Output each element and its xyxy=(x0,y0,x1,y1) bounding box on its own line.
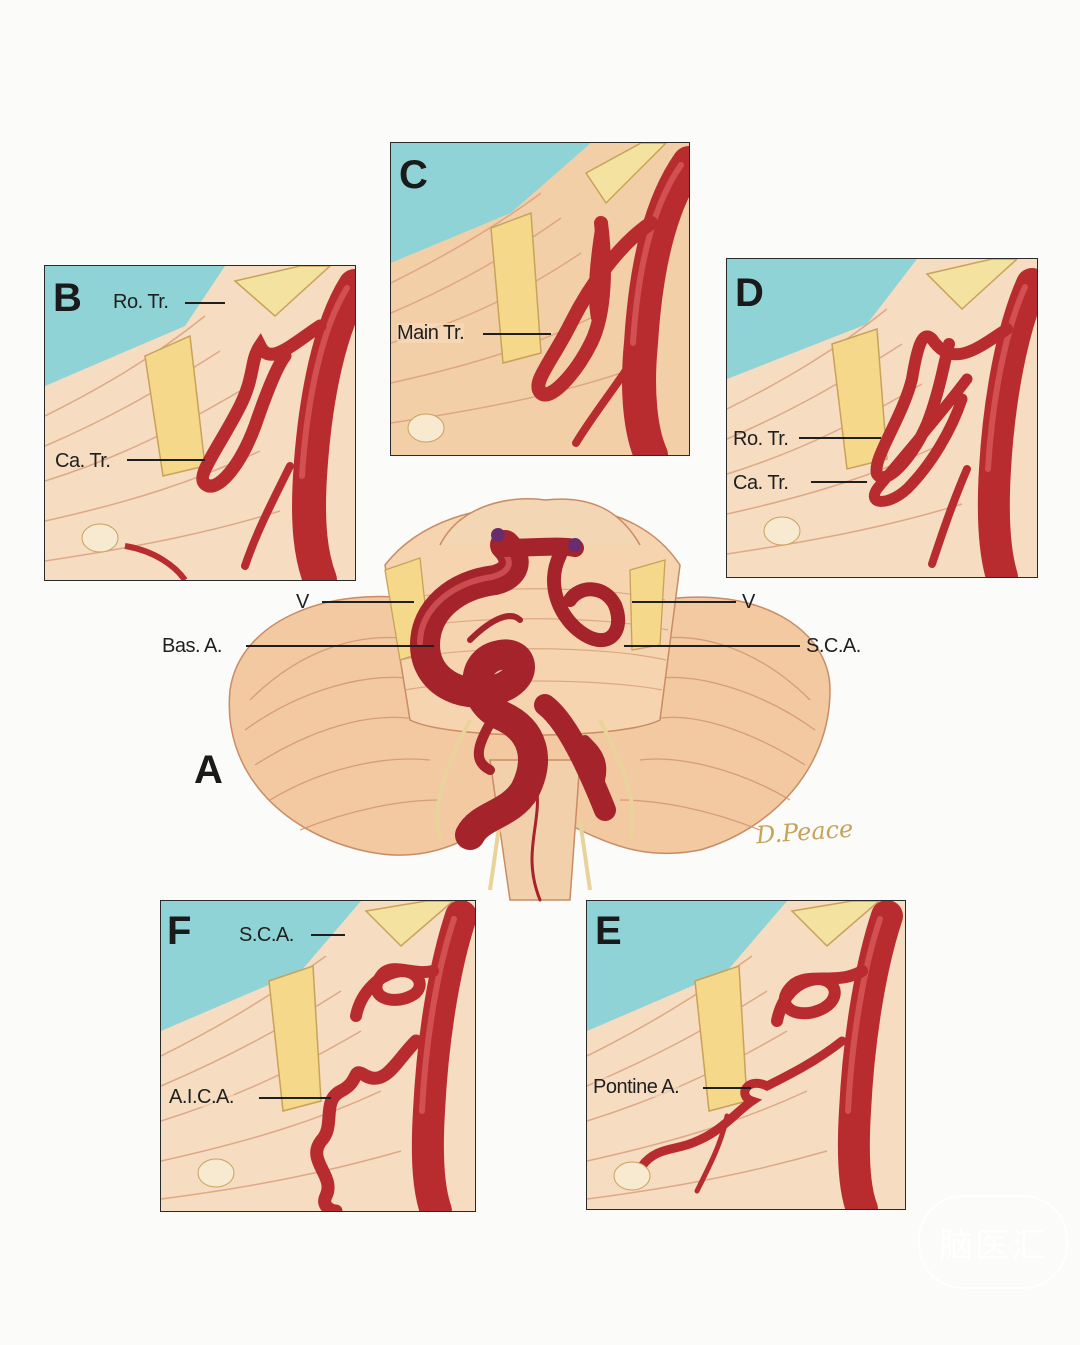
v-left-leader xyxy=(322,601,414,603)
sca-label-f: S.C.A. xyxy=(239,924,294,946)
panel-e-illustration xyxy=(587,901,905,1209)
panel-d: D Ro. Tr. Ca. Tr. xyxy=(726,258,1038,578)
panel-d-illustration xyxy=(727,259,1037,577)
rostral-trunk-label-d: Ro. Tr. xyxy=(733,428,789,450)
main-trunk-leader xyxy=(483,333,551,335)
panel-a-letter: A xyxy=(194,748,223,792)
v-label-left: V xyxy=(296,591,309,613)
panel-e: E Pontine A. xyxy=(586,900,906,1210)
panel-b: B Ro. Tr. Ca. Tr. xyxy=(44,265,356,581)
watermark-logo: 脑医汇 xyxy=(918,1195,1068,1289)
pontine-artery-label: Pontine A. xyxy=(593,1076,680,1098)
aica-label: A.I.C.A. xyxy=(169,1086,234,1108)
caudal-trunk-leader xyxy=(127,459,205,461)
v-right-leader xyxy=(632,601,736,603)
panel-f: F S.C.A. A.I.C.A. xyxy=(160,900,476,1212)
v-label-right: V xyxy=(742,591,755,613)
aica-leader xyxy=(259,1097,331,1099)
basilar-artery-label: Bas. A. xyxy=(162,635,222,657)
rostral-trunk-leader xyxy=(185,302,225,304)
panel-c: C Main Tr. xyxy=(390,142,690,456)
sca-leader-f xyxy=(311,934,345,936)
panel-c-illustration xyxy=(391,143,689,455)
panel-d-letter: D xyxy=(735,271,764,315)
rostral-trunk-leader-d xyxy=(799,437,881,439)
caudal-trunk-label-d: Ca. Tr. xyxy=(733,472,789,494)
panel-e-letter: E xyxy=(595,909,622,953)
panel-c-letter: C xyxy=(399,153,428,197)
panel-b-illustration xyxy=(45,266,355,580)
sca-label: S.C.A. xyxy=(806,635,861,657)
rostral-trunk-label: Ro. Tr. xyxy=(113,291,169,313)
panel-b-letter: B xyxy=(53,276,82,320)
caudal-trunk-label: Ca. Tr. xyxy=(55,450,111,472)
basilar-artery-leader xyxy=(246,645,434,647)
pontine-artery-leader xyxy=(703,1087,751,1089)
caudal-trunk-leader-d xyxy=(811,481,867,483)
panel-f-illustration xyxy=(161,901,475,1211)
sca-leader xyxy=(624,645,800,647)
panel-f-letter: F xyxy=(167,909,192,953)
main-trunk-label: Main Tr. xyxy=(397,322,465,344)
